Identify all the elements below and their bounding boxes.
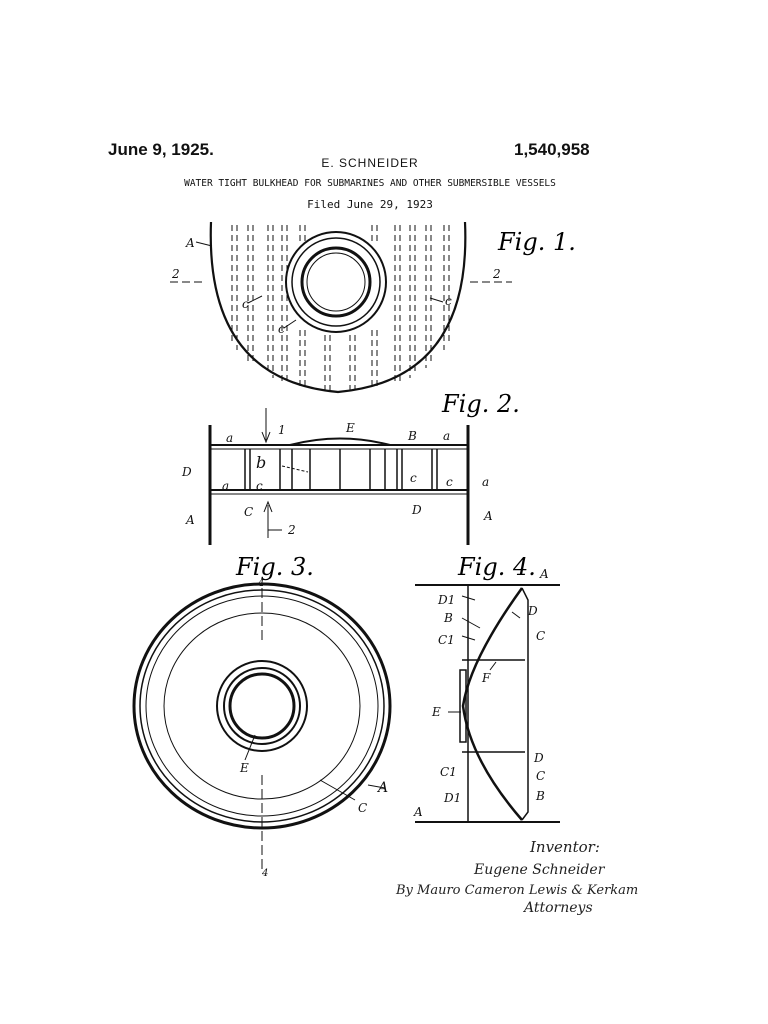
ref-label: a [226,431,233,445]
fig4-drawing [415,584,560,823]
signature-inventor-heading: Inventor: [529,838,600,856]
ref-label: 1 [278,423,286,437]
ref-label: B [443,611,453,625]
ref-label: D [527,604,538,618]
ref-label: c [445,294,452,308]
ref-label: 2 [492,267,501,281]
ref-label: E [431,705,441,719]
ref-label: C1 [440,765,457,779]
ref-label: D1 [437,593,455,607]
ref-label: A [413,805,423,819]
ref-label: A [376,780,388,796]
ref-label: a [443,429,450,443]
ref-label: E [345,421,355,435]
fig3-drawing [132,582,392,870]
ref-label: 4 [261,868,268,879]
filed-date: Filed June 29, 1923 [307,198,433,211]
fig2-references: a 1 E B a D b a c c c a C D A A 2 [181,421,493,537]
signature-inventor-name: Eugene Schneider [473,862,606,878]
fig1-label: Fig. 1. [497,228,576,256]
fig3-references: 4 E A C 4 [239,578,388,879]
fig1-drawing [170,221,512,394]
ref-label: C [358,801,367,815]
ref-label: A [185,513,195,527]
ref-label: C [536,769,545,783]
ref-label: 4 [257,578,264,589]
ref-label: c [256,479,263,493]
signature-attorneys-heading: Attorneys [522,900,593,916]
ref-label: D [411,503,422,517]
ref-label: c [278,322,285,336]
ref-label: D1 [443,791,461,805]
ref-label: A [185,236,195,250]
ref-label: B [407,429,417,443]
patent-number: 1,540,958 [514,140,590,159]
ref-label: C1 [438,633,455,647]
inventor-name: E. SCHNEIDER [321,156,419,170]
ref-label: c [242,297,249,311]
ref-label: c [410,471,417,485]
fig4-label: Fig. 4. [457,553,536,581]
ref-label: a [482,475,489,489]
patent-date: June 9, 1925. [108,140,214,159]
fig2-drawing [208,408,470,545]
ref-label: C [244,505,253,519]
ref-label: c [446,475,453,489]
ref-label: F [481,671,491,685]
ref-label: D [533,751,544,765]
patent-title: WATER TIGHT BULKHEAD FOR SUBMARINES AND … [184,178,556,189]
ref-label: b [256,453,266,472]
ref-label: E [239,761,249,775]
fig4-references: A D1 D B C C1 F E D C1 C D1 B A [413,567,549,819]
fig3-label: Fig. 3. [235,553,314,581]
ref-label: 2 [287,523,296,537]
fig1-references: A 2 2 c c c [171,236,501,336]
fig2-label: Fig. 2. [441,390,520,418]
ref-label: D [181,465,192,479]
ref-label: C [536,629,545,643]
ref-label: A [483,509,493,523]
signature-block: Inventor: Eugene Schneider By Mauro Came… [395,838,638,916]
ref-label: a [222,479,229,493]
signature-attorneys-names: By Mauro Cameron Lewis & Kerkam [395,883,638,898]
ref-label: B [535,789,545,803]
ref-label: 2 [171,267,180,281]
ref-label: A [539,567,549,581]
